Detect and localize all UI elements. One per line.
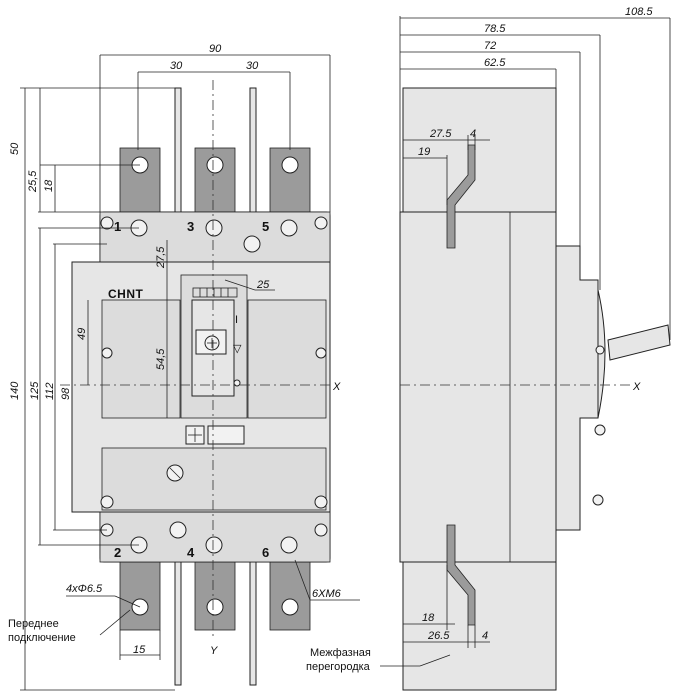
terminal-5: 5 <box>262 219 269 234</box>
side-dim-78-5: 78.5 <box>484 23 506 35</box>
side-dim-4-top: 4 <box>470 128 476 140</box>
terminal-4: 4 <box>187 545 195 560</box>
thread-label: 6XM6 <box>312 588 342 600</box>
dim-90: 90 <box>209 43 222 55</box>
bottom-lug-4 <box>194 559 236 631</box>
switch-on-mark: I <box>235 314 238 326</box>
dim-54-5: 54,5 <box>155 348 167 370</box>
dim-98: 98 <box>60 387 72 400</box>
side-dim-18: 18 <box>422 612 435 624</box>
dim-49: 49 <box>76 328 88 340</box>
side-dim-19: 19 <box>418 146 430 158</box>
bottom-lug-2 <box>119 559 161 631</box>
dim-18-top: 18 <box>43 179 55 192</box>
phase-barrier-label-2: перегородка <box>306 661 371 673</box>
front-connection-label-1: Переднее <box>8 618 59 630</box>
dim-30-right: 30 <box>246 60 259 72</box>
dim-25: 25 <box>256 279 270 291</box>
side-handle <box>607 324 671 361</box>
dim-27-5-front: 27,5 <box>155 246 167 269</box>
dim-50: 50 <box>9 142 21 155</box>
switch-arrow: ▽ <box>233 343 242 355</box>
phase-barrier-top-left <box>174 87 182 219</box>
dim-140: 140 <box>9 381 21 400</box>
terminal-2: 2 <box>114 545 121 560</box>
side-dim-72: 72 <box>484 40 496 52</box>
side-dim-62-5: 62.5 <box>484 57 506 69</box>
axis-x-side: X <box>632 381 641 393</box>
dim-15: 15 <box>133 644 146 656</box>
front-dimensions: 90 30 30 140 50 25,5 18 125 112 98 49 27… <box>8 43 360 691</box>
phase-barrier-top-right <box>249 87 257 219</box>
side-view: X <box>399 87 671 691</box>
phase-barrier-bottom-right <box>249 554 257 686</box>
phase-barrier-bottom-left <box>174 554 182 686</box>
side-dim-4-bottom: 4 <box>482 630 488 642</box>
terminal-3: 3 <box>187 219 194 234</box>
holes-label: 4xΦ6.5 <box>66 583 103 595</box>
axis-x-front: X <box>332 381 341 393</box>
front-connection-label-2: подключение <box>8 632 76 644</box>
side-dim-108-5: 108.5 <box>625 6 653 18</box>
dim-30-left: 30 <box>170 60 183 72</box>
side-barrier-bottom <box>402 561 557 691</box>
side-body <box>399 211 557 563</box>
side-conductor-top <box>446 144 476 249</box>
side-dim-26-5: 26.5 <box>427 630 450 642</box>
bottom-lug-6 <box>269 559 311 631</box>
dim-125: 125 <box>29 381 41 400</box>
side-dimensions: 108.5 78.5 72 62.5 27.5 4 19 18 26.5 4 М… <box>306 6 671 673</box>
terminal-1: 1 <box>114 219 121 234</box>
terminal-6: 6 <box>262 545 269 560</box>
brand-logo: CHNT <box>108 287 143 301</box>
axis-y: Y <box>210 645 218 657</box>
side-dim-27-5: 27.5 <box>429 128 452 140</box>
front-view: I ▽ 1 3 5 2 4 6 CHN <box>60 80 341 686</box>
phase-barrier-label-1: Межфазная <box>310 647 371 659</box>
dim-112: 112 <box>44 382 56 400</box>
dim-25-5: 25,5 <box>27 170 39 193</box>
